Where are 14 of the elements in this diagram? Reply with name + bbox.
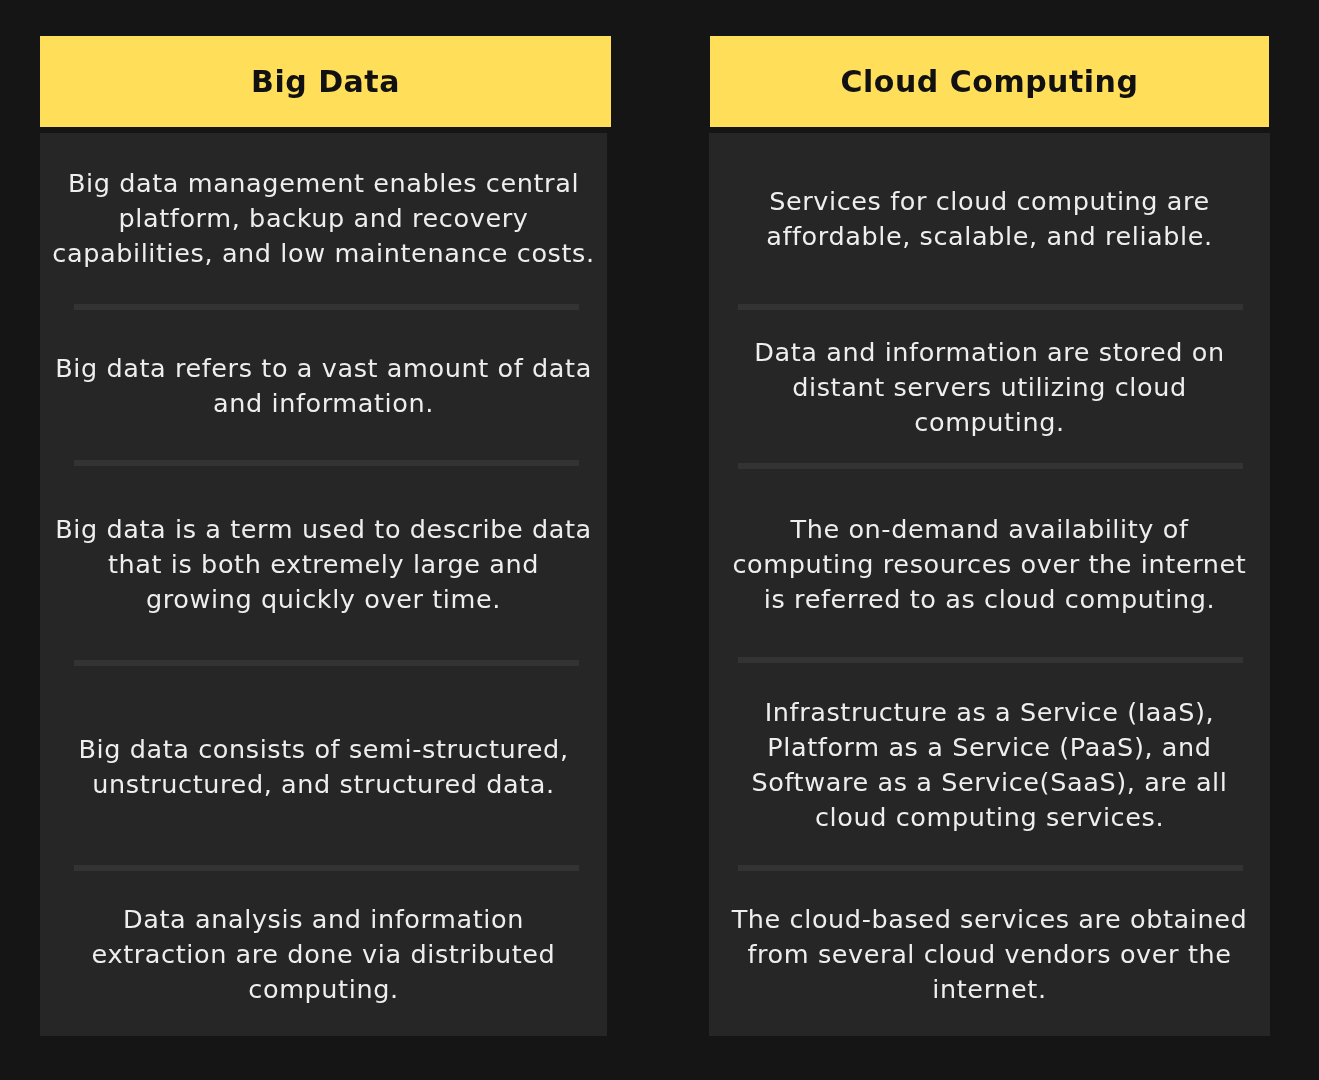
cell-text: Services for cloud computing are affordable, scalable, and reliable. (765, 184, 1214, 253)
cell-text: Data and information are stored on distant servers utilizing cloud computing. (753, 336, 1226, 439)
cell-text: Big data consists of semi-structured, unstructured, and structured data. (77, 732, 570, 801)
column-panel (40, 133, 607, 1036)
cell-text: Big data is a term used to describe data that is both extremely large and growing quickly over time. (54, 512, 593, 616)
column-title: Cloud Computing (840, 64, 1139, 99)
cell-text: Big data management enables central platform, backup and recovery capabilities, and low maintenance costs. (52, 167, 595, 270)
cell-text: The cloud-based services are obtained from several cloud vendors over the internet. (730, 903, 1249, 1006)
cell-text: The on-demand availability of computing resources over the internet is referred to as cloud computing. (731, 512, 1248, 616)
cell-text: Big data refers to a vast amount of data and information. (54, 352, 593, 420)
cell-text: Data analysis and information extraction are done via distributed computing. (90, 903, 557, 1006)
column-panel (709, 133, 1270, 1036)
cell-text: Infrastructure as a Service (IaaS), Platform as a Service (PaaS), and Software as a Service(SaaS), are all cloud computing services. (750, 696, 1229, 834)
column-title: Big Data (251, 64, 400, 99)
